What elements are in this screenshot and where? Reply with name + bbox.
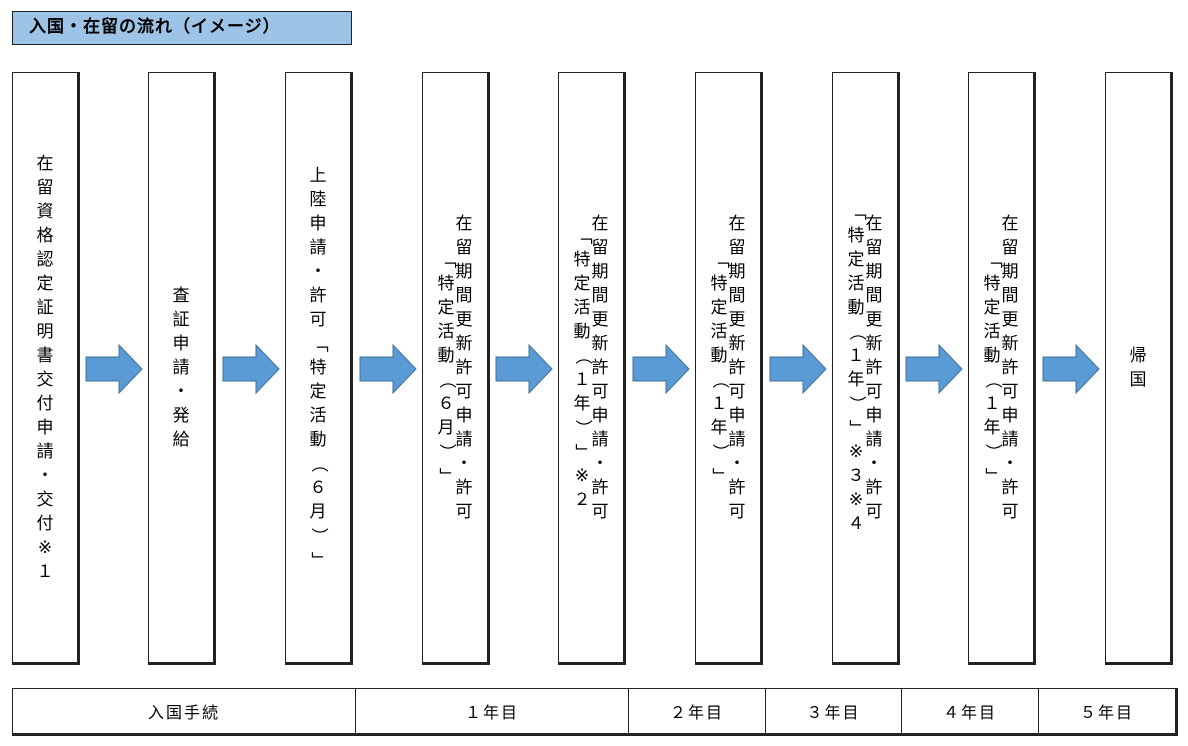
timeline-cell: ３年目: [765, 689, 901, 733]
timeline-cell: 入国手続: [147, 703, 220, 722]
timeline-cell: １年目: [355, 689, 628, 733]
timeline-cell: ４年目: [901, 689, 1038, 733]
flow-step-box: 在留資格認定証明書交付申請・交付※１: [12, 72, 80, 665]
right-arrow-icon: [769, 344, 827, 394]
right-arrow-icon: [85, 344, 143, 394]
flow-step-text: 査証申請・発給: [172, 285, 190, 450]
flow-step-text: 帰国: [1129, 345, 1147, 390]
flow-step-text: 在留期間更新許可申請・許可: [865, 213, 883, 522]
timeline-bar: 入国手続 １年目 ２年目 ３年目 ４年目 ５年目: [12, 688, 1178, 736]
timeline-cell: ５年目: [1038, 689, 1175, 733]
flow-step-text: 在留期間更新許可申請・許可: [1001, 213, 1019, 522]
flow-step-box: 帰国: [1105, 72, 1173, 665]
timeline-cell: ２年目: [628, 689, 765, 733]
right-arrow-icon: [359, 344, 417, 394]
right-arrow-icon: [905, 344, 963, 394]
flow-step-text: 在留期間更新許可申請・許可: [455, 213, 473, 522]
right-arrow-icon: [495, 344, 553, 394]
right-arrow-icon: [1042, 344, 1100, 394]
flow-step-text: 在留期間更新許可申請・許可: [728, 213, 746, 522]
flow-step-text: 在留期間更新許可申請・許可: [591, 213, 609, 522]
diagram-title: 入国・在留の流れ（イメージ）: [12, 11, 352, 45]
right-arrow-icon: [222, 344, 280, 394]
flow-step-box: 査証申請・発給: [148, 72, 216, 665]
flow-step-text: 在留資格認定証明書交付申請・交付※１: [36, 153, 54, 582]
right-arrow-icon: [632, 344, 690, 394]
